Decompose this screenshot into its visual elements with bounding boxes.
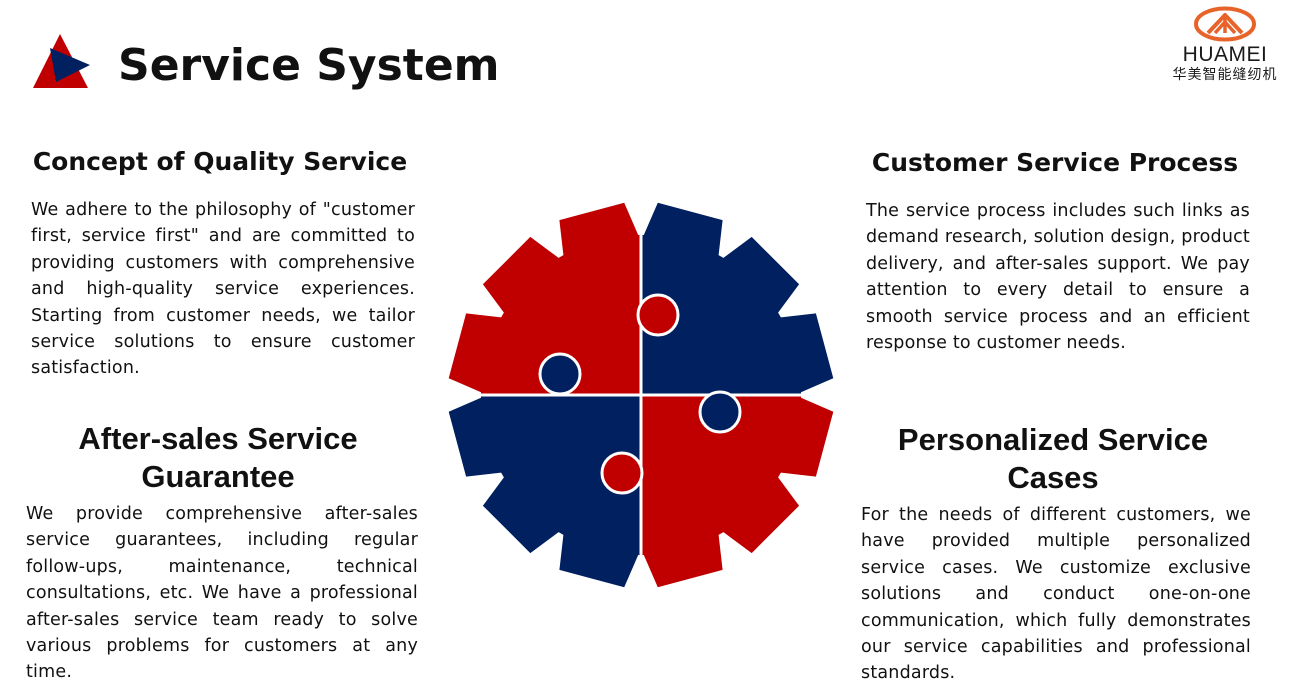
- puzzle-gear-graphic: [444, 198, 838, 592]
- logo-subtitle: 华美智能缝纫机: [1172, 67, 1278, 83]
- section-title: Personalized Service Cases: [897, 422, 1209, 495]
- puzzle-tab-navy-bottom: [698, 390, 742, 434]
- section-after-sales-guarantee: After-sales Service Guarantee We provide…: [18, 420, 418, 686]
- gear-quadrant-bottom-left: [448, 395, 641, 588]
- huamei-logo-icon: [1194, 6, 1256, 42]
- title-triangle-icon: [33, 34, 90, 88]
- section-quality-service: Concept of Quality Service We adhere to …: [20, 144, 420, 382]
- company-logo: HUAMEI 华美智能缝纫机: [1150, 6, 1300, 96]
- gear-quadrant-bottom-right: [641, 395, 834, 588]
- section-body: The service process includes such links …: [866, 201, 1250, 354]
- logo-name: HUAMEI: [1182, 43, 1268, 66]
- page-title: Service System: [118, 40, 500, 91]
- section-title: Customer Service Process: [871, 148, 1239, 177]
- section-title: Concept of Quality Service: [32, 147, 408, 176]
- section-body: We adhere to the philosophy of "customer…: [31, 200, 415, 379]
- section-customer-service-process: Customer Service Process The service pro…: [855, 145, 1255, 356]
- section-body: For the needs of different customers, we…: [861, 505, 1251, 684]
- gear-quadrant-top-right: [641, 202, 834, 395]
- puzzle-tab-red-right: [636, 293, 680, 337]
- puzzle-tab-navy-left: [538, 352, 582, 396]
- section-personalized-cases: Personalized Service Cases For the needs…: [853, 421, 1253, 687]
- puzzle-tab-red-center: [600, 451, 644, 495]
- section-body: We provide comprehensive after-sales ser…: [26, 504, 418, 683]
- gear-quadrant-top-left: [448, 202, 641, 395]
- section-title: After-sales Service Guarantee: [78, 421, 358, 494]
